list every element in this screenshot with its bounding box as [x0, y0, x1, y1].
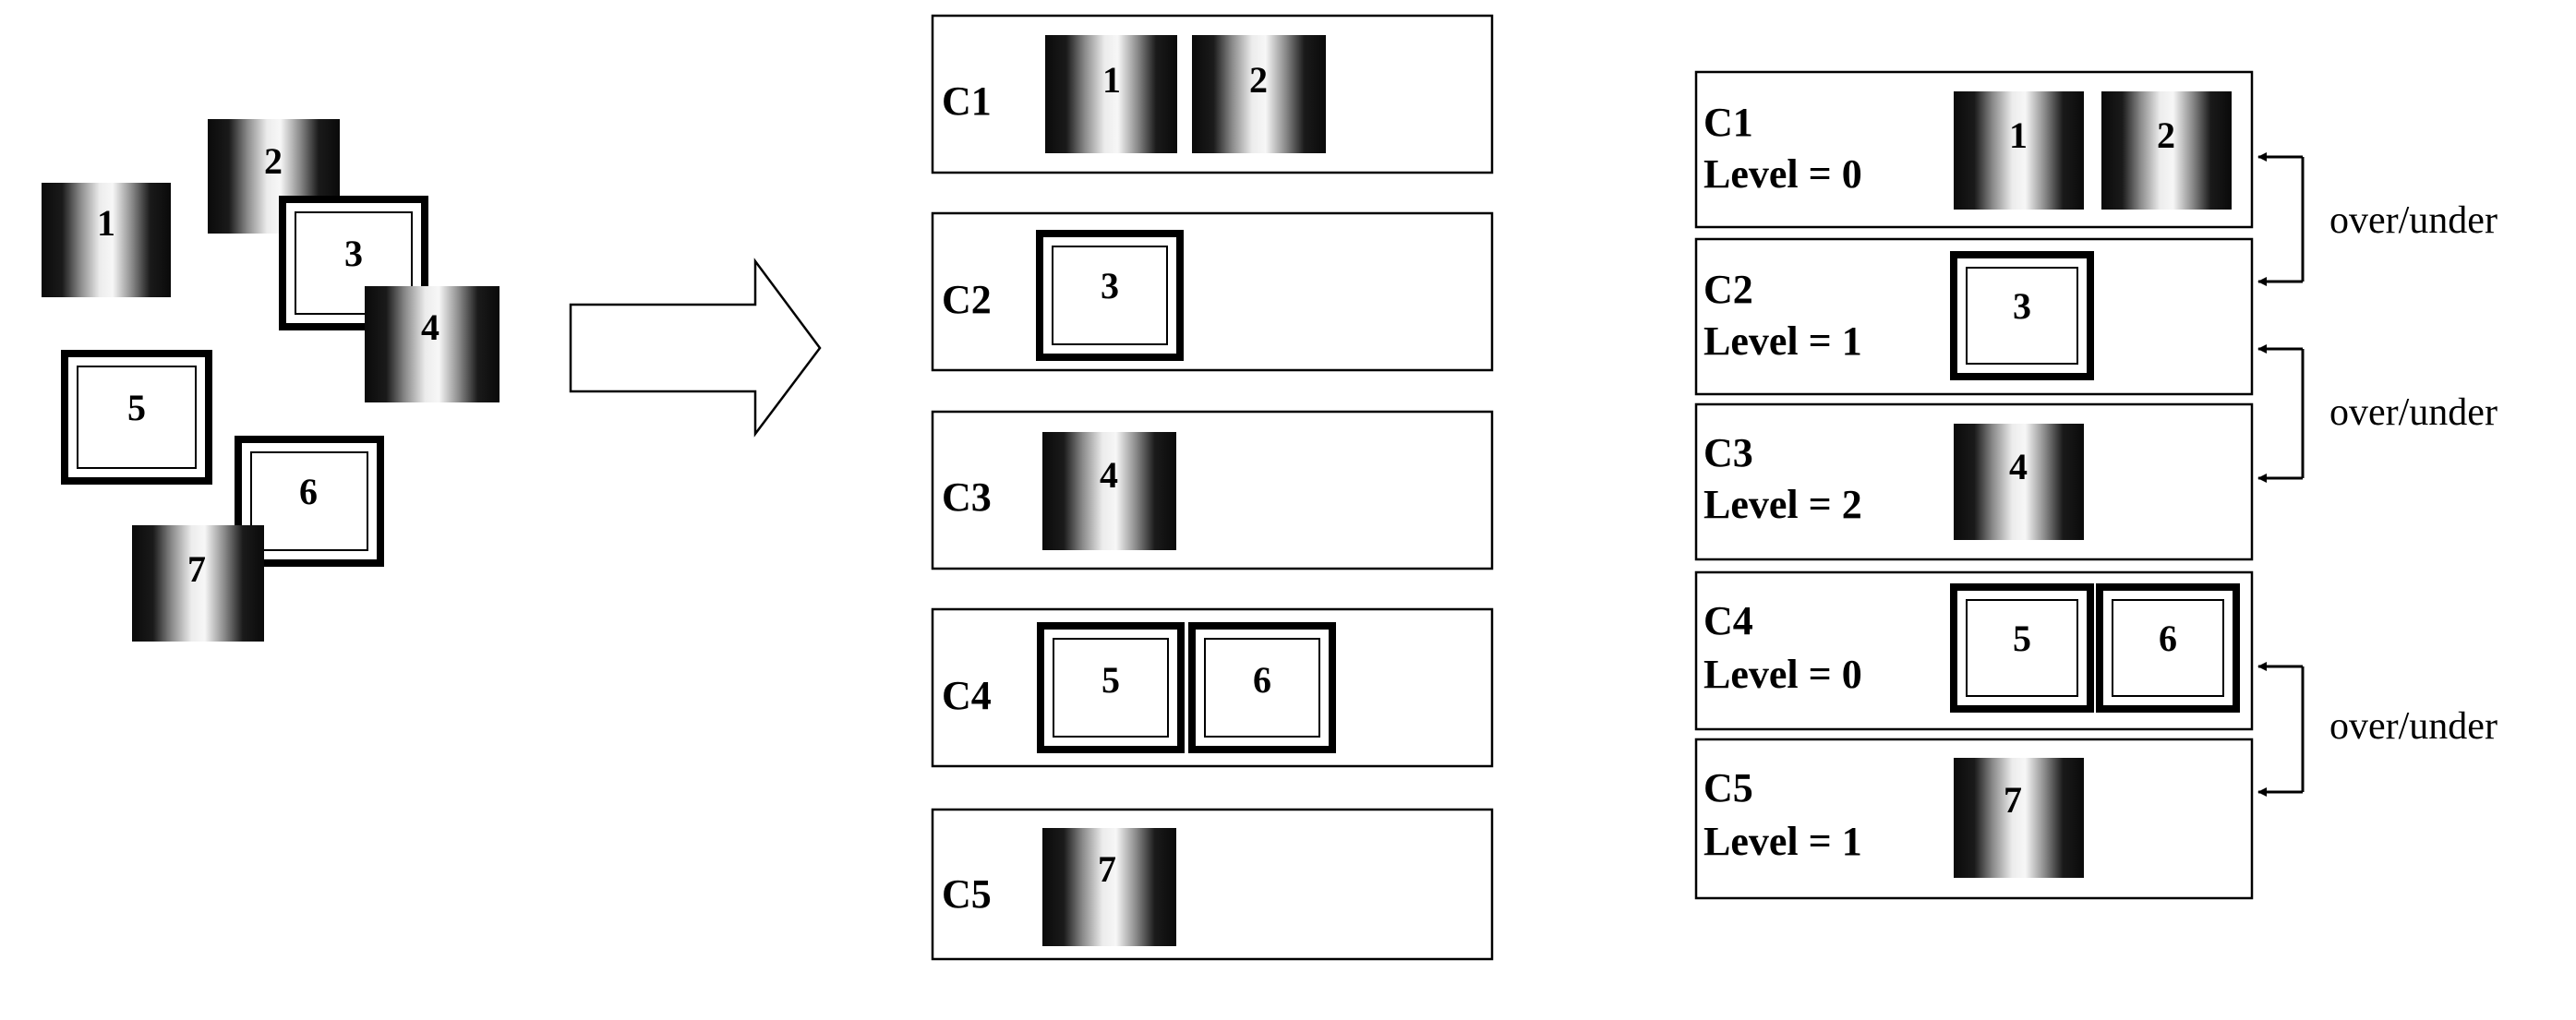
over-under-connector-1: over/under	[2258, 157, 2498, 282]
tile-label: 5	[2013, 618, 2031, 659]
tile-label: 6	[1253, 659, 1271, 701]
tile-label: 6	[2159, 618, 2177, 659]
over-under-connector-2: over/under	[2258, 349, 2498, 478]
cluster-level: Level = 0	[1703, 151, 1862, 197]
cluster-level: Level = 0	[1703, 652, 1862, 697]
cluster-label: C2	[1703, 267, 1753, 312]
cluster-label: C2	[942, 277, 992, 322]
cluster-label: C1	[1703, 100, 1753, 145]
cluster-label: C3	[942, 474, 992, 520]
tile-label: 7	[1098, 848, 1116, 890]
right-cluster-c1: C1 Level = 0 1 2	[1696, 72, 2252, 227]
tile-label: 4	[421, 306, 439, 348]
relation-label: over/under	[2329, 391, 2498, 434]
tile-label: 2	[264, 140, 283, 182]
over-under-connector-3: over/under	[2258, 666, 2498, 792]
middle-cluster-c2: C2 3	[933, 213, 1492, 370]
tile-7: 7	[132, 525, 264, 642]
tile-label: 6	[299, 471, 318, 512]
cluster-label: C1	[942, 78, 992, 124]
tile-label: 5	[127, 387, 146, 428]
right-block-arrow-icon	[571, 261, 820, 434]
right-cluster-c4: C4 Level = 0 5 6	[1696, 572, 2252, 729]
middle-cluster-c5: C5 7	[933, 810, 1492, 959]
tile-label: 1	[97, 202, 115, 244]
cluster-level: Level = 1	[1703, 819, 1862, 864]
tile-label: 4	[2009, 446, 2028, 487]
tile-label: 3	[344, 233, 363, 274]
middle-cluster-c3: C3 4	[933, 412, 1492, 569]
tile-1: 1	[42, 183, 171, 297]
tile-label: 1	[1102, 59, 1121, 101]
tile-label: 5	[1101, 659, 1120, 701]
right-cluster-c2: C2 Level = 1 3	[1696, 239, 2252, 394]
cluster-label: C4	[1703, 598, 1753, 643]
tile-label: 1	[2009, 114, 2028, 156]
tile-label: 2	[1249, 59, 1268, 101]
tile-label: 4	[1100, 454, 1118, 496]
scattered-tiles: 1 2 3 4 5 6 7	[42, 119, 500, 642]
tile-4: 4	[365, 286, 500, 402]
right-cluster-c5: C5 Level = 1 7	[1696, 739, 2252, 898]
cluster-level: Level = 2	[1703, 482, 1862, 527]
right-cluster-c3: C3 Level = 2 4	[1696, 404, 2252, 559]
relation-label: over/under	[2329, 199, 2498, 242]
middle-cluster-c1: C1 1 2	[933, 16, 1492, 173]
tile-label: 7	[2004, 779, 2022, 821]
tile-5: 5	[65, 354, 209, 481]
middle-cluster-c4: C4 5 6	[933, 609, 1492, 766]
tile-label: 2	[2157, 114, 2175, 156]
tile-label: 3	[1101, 265, 1119, 306]
tile-label: 3	[2013, 285, 2031, 327]
cluster-label: C5	[942, 871, 992, 917]
relation-label: over/under	[2329, 705, 2498, 748]
cluster-level: Level = 1	[1703, 318, 1862, 364]
cluster-label: C3	[1703, 430, 1753, 475]
tile-label: 7	[187, 548, 206, 590]
cluster-label: C4	[942, 673, 992, 718]
cluster-label: C5	[1703, 765, 1753, 810]
